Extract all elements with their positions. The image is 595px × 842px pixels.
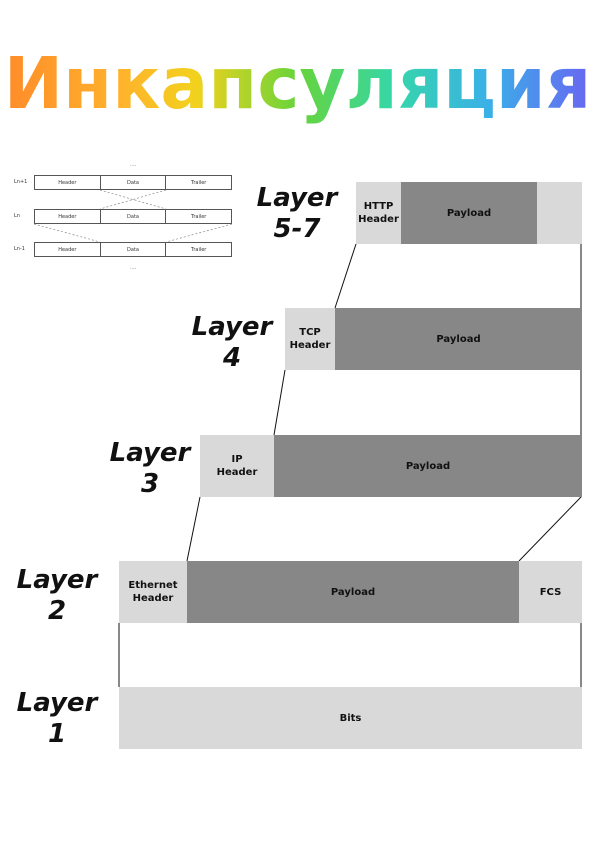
- payload-segment: Payload: [335, 308, 582, 370]
- thumbnail-cell: Data: [99, 243, 166, 256]
- thumbnail-cell: Trailer: [165, 243, 231, 256]
- layer-label-5-7: Layer 5-7: [256, 183, 338, 244]
- thumbnail-cell: Header: [58, 213, 77, 220]
- bits-segment: Bits: [119, 687, 582, 749]
- payload-segment: Payload: [274, 435, 582, 497]
- thumbnail-cell: Header: [58, 246, 77, 253]
- thumbnail-dots-bottom: ....: [130, 265, 137, 271]
- thumbnail-row: Header Data Trailer: [34, 242, 232, 257]
- thumbnail-diagram: .... Ln+1 Header Data Trailer Ln Header …: [14, 160, 244, 280]
- thumbnail-cell: Header: [58, 179, 77, 186]
- http-header-segment: HTTP Header: [356, 182, 401, 244]
- payload-segment: Payload: [187, 561, 519, 623]
- page-title: Инкапсуляция: [0, 44, 595, 124]
- tcp-header-segment: TCP Header: [285, 308, 335, 370]
- layer-label-2: Layer 2: [16, 565, 98, 626]
- payload-segment: Payload: [401, 182, 537, 244]
- thumbnail-cell: Data: [99, 210, 166, 223]
- thumbnail-row-label: Ln: [14, 213, 20, 219]
- layer-label-1: Layer 1: [16, 688, 98, 749]
- layer-label-4: Layer 4: [191, 312, 273, 373]
- thumbnail-cell: Trailer: [165, 210, 231, 223]
- thumbnail-row: Header Data Trailer: [34, 175, 232, 190]
- fcs-segment: FCS: [519, 561, 582, 623]
- thumbnail-cell: Data: [99, 176, 166, 189]
- thumbnail-row: Header Data Trailer: [34, 209, 232, 224]
- ip-header-segment: IP Header: [200, 435, 274, 497]
- thumbnail-connectors: [33, 189, 233, 243]
- trailer-segment: [537, 182, 582, 244]
- thumbnail-row-label: Ln+1: [14, 179, 28, 185]
- thumbnail-dots-top: ....: [130, 162, 137, 168]
- ethernet-header-segment: Ethernet Header: [119, 561, 187, 623]
- layer-label-3: Layer 3: [109, 438, 191, 499]
- thumbnail-row-label: Ln-1: [14, 246, 25, 252]
- thumbnail-cell: Trailer: [165, 176, 231, 189]
